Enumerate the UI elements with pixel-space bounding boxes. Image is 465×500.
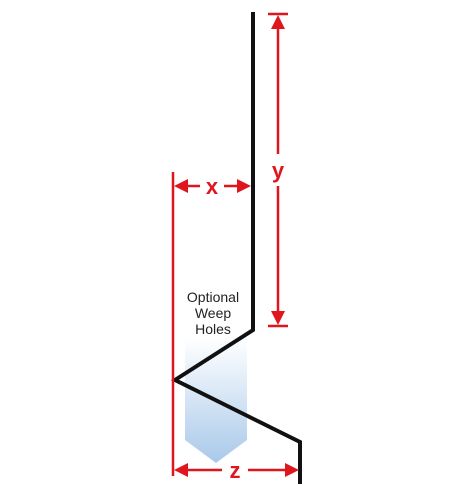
- x-label: x: [206, 174, 219, 199]
- z-arrow-left: [174, 463, 188, 477]
- annotation-line-3: Holes: [195, 321, 231, 337]
- z-arrow-right: [285, 463, 299, 477]
- y-arrow-down: [271, 311, 285, 325]
- dimension-x: x: [171, 172, 251, 476]
- flashing-profile-line: [170, 12, 302, 484]
- annotation-line-2: Weep: [195, 305, 232, 321]
- x-arrow-left: [174, 179, 188, 193]
- dimension-y: y: [268, 12, 288, 328]
- x-arrow-right: [237, 179, 251, 193]
- annotation-line-1: Optional: [187, 289, 239, 305]
- y-label: y: [272, 158, 285, 183]
- y-arrow-up: [271, 15, 285, 29]
- weep-holes-annotation: Optional Weep Holes: [187, 289, 239, 337]
- dimension-z: z: [174, 458, 299, 483]
- z-label: z: [230, 458, 241, 483]
